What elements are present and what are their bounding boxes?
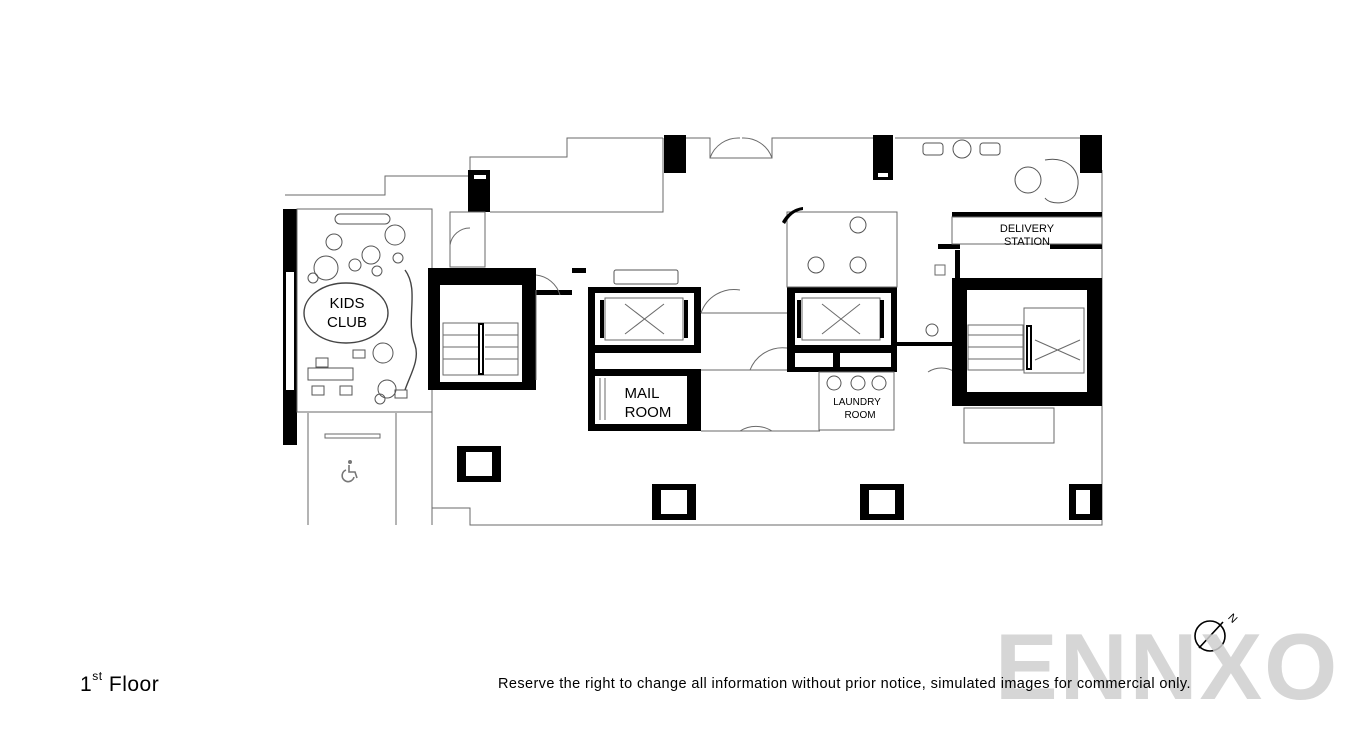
floor-number: 1 [80, 673, 93, 696]
floor-ordinal-suffix: st [92, 669, 103, 683]
stairwell-right [952, 250, 1102, 444]
interior-walls [449, 137, 956, 432]
delivery-station-area [922, 139, 1103, 249]
elevator-mail-block [588, 269, 701, 431]
structural-columns [457, 135, 1102, 520]
elevator-laundry-block [782, 207, 955, 431]
wheelchair-icon [341, 460, 358, 483]
outer-outline [285, 137, 1103, 526]
delivery-station-label-line1: DELIVERY [1000, 223, 1055, 235]
kids-club-label-line2: CLUB [327, 314, 367, 331]
kids-club-area [283, 208, 486, 445]
room-labels: KIDS CLUB MAIL ROOM LAUNDRY ROOM DELIVER… [327, 223, 1055, 421]
watermark: ENNXO [995, 614, 1340, 719]
laundry-room-label-line1: LAUNDRY [833, 397, 881, 408]
floor-title: 1st Floor [80, 669, 160, 697]
floor-label: Floor [108, 673, 160, 696]
mail-room-label-line2: ROOM [625, 404, 672, 421]
laundry-room-label-line2: ROOM [844, 410, 875, 421]
stairwell-left [428, 268, 586, 390]
kids-club-label-line1: KIDS [329, 295, 364, 312]
mail-room-label-line1: MAIL [624, 385, 659, 402]
delivery-station-label-line2: STATION [1004, 236, 1050, 248]
disclaimer-text: Reserve the right to change all informat… [498, 676, 1191, 692]
